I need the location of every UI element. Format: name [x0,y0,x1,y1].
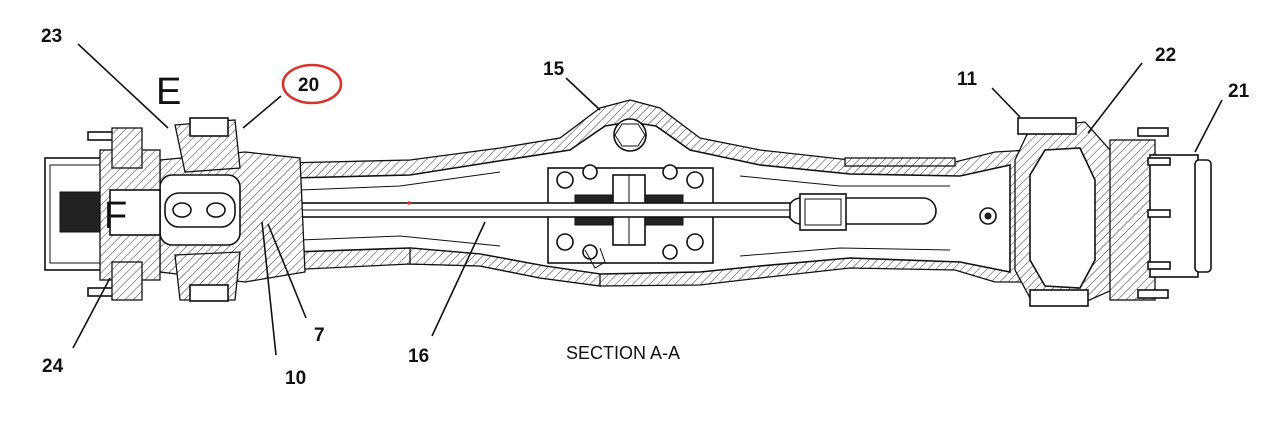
leader-lines [72,43,1223,356]
callout-22: 22 [1155,45,1176,66]
view-letter-e: E [156,71,181,113]
callout-highlight-ring [281,63,343,105]
left-hub-assembly [44,117,306,302]
callout-24: 24 [42,356,64,377]
axle-shaft [239,201,791,218]
section-caption: SECTION A-A [566,343,680,363]
callout-11: 11 [957,69,978,90]
callout-20: 20 [298,75,319,96]
callout-16: 16 [408,346,429,367]
right-hub-assembly [1014,117,1212,307]
callout-23: 23 [41,26,62,47]
view-letter-f: F [104,195,127,237]
callout-10: 10 [285,368,306,389]
callout-15: 15 [543,59,565,80]
callout-7: 7 [314,325,325,346]
callout-21: 21 [1228,81,1250,102]
